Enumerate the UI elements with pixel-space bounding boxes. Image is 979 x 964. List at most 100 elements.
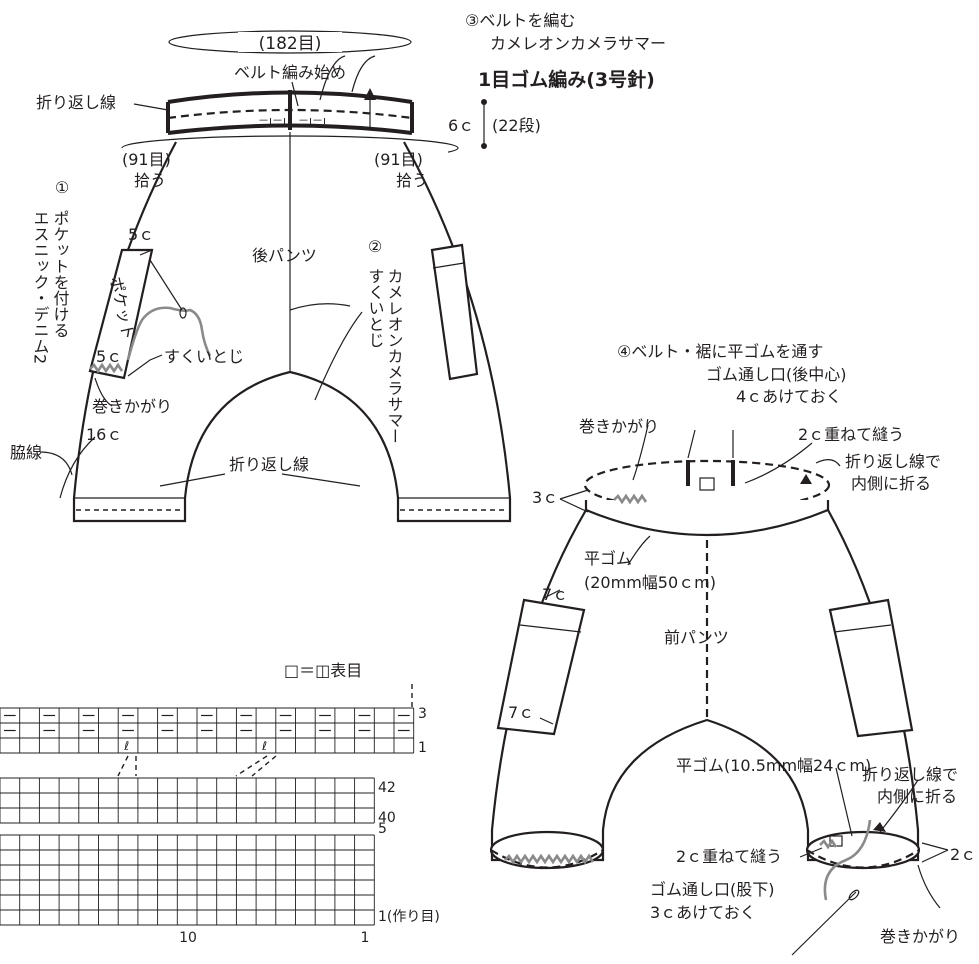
whip-stitch-back: [89, 362, 124, 374]
leader-whip-bottom: [917, 864, 941, 909]
back-pants-label: 後パンツ: [252, 246, 317, 265]
pick-right-count: (91目): [374, 150, 423, 169]
chart-row-40: 40: [378, 810, 396, 826]
bracket-2c: [921, 842, 949, 863]
back-pants-diagram: (182目) －ı－ı －ı－ı: [10, 11, 666, 523]
waist-elastic-2: (20mm幅50ｃm): [584, 573, 716, 592]
hem-fold-dash-right: [806, 849, 920, 869]
expand-dash-3: [235, 755, 268, 777]
needle-front: [791, 891, 857, 956]
step4-title: ④ベルト・裾に平ゴムを通す: [617, 342, 823, 361]
belt-width-label-bg: [238, 32, 342, 52]
elastic-overlap-top: [699, 477, 715, 491]
belt-width-label: (182目): [259, 34, 322, 54]
pocket-side-size: 7ｃ: [508, 703, 534, 722]
pocket-right: [430, 243, 479, 381]
leader-overlap-bottom: [799, 847, 823, 858]
step1-num: ①: [55, 178, 69, 197]
side-length: 16ｃ: [86, 425, 122, 444]
leader-belt-start: [291, 81, 299, 107]
leader-overlap-top: [744, 442, 813, 484]
leader-whip-back: [94, 377, 113, 407]
chart-grid-middle: [0, 777, 375, 824]
leader-slip: [127, 354, 163, 377]
elastic-opening-top-gap: 4ｃあけておく: [736, 387, 842, 406]
step2-num: ②: [368, 237, 382, 256]
leader-seam-2: [314, 311, 363, 401]
belt-height-rows: (22段): [492, 116, 541, 135]
bracket-3c: [559, 489, 589, 513]
needle-back: [149, 259, 183, 311]
step1-line2: エスニック・デニム2: [31, 210, 50, 364]
pocket-top-width: 5ｃ: [128, 225, 154, 244]
leader-fold-top: [133, 103, 169, 111]
front-pocket-left: [496, 598, 586, 736]
needle-eye-front: [848, 889, 860, 901]
leader-opening: [687, 429, 734, 459]
front-pants-label: 前パンツ: [664, 628, 729, 647]
leader-side-line: [39, 451, 73, 476]
leader-pocket-top: [139, 249, 153, 256]
belt-height-cm: 6ｃ: [448, 116, 474, 135]
fold-inside-top-2: 内側に折る: [851, 474, 931, 493]
fold-inside-top-1: 折り返し線で: [845, 452, 941, 471]
arrow-fold-bottom: [873, 822, 886, 832]
leader-fold-bottom: [879, 779, 919, 833]
twist-symbol: ℓ: [261, 739, 267, 753]
elastic-opening-bottom: ゴム通し口(股下): [650, 880, 775, 899]
chart-legend: □＝◫表目: [284, 661, 362, 680]
whip-stitch-label-bottom: 巻きかがり: [880, 927, 960, 946]
slip-stitch-label: すくいとじ: [164, 347, 244, 366]
whip-stitch-label: 巻きかがり: [92, 397, 172, 416]
pick-left-label: 拾う: [134, 171, 166, 190]
step3-title: ③ベルトを編む: [465, 11, 575, 30]
elastic-opening-bottom-gap: 3ｃあけておく: [650, 903, 756, 922]
step2-line1: すくいとじ: [366, 268, 385, 348]
pocket-right-fold: [432, 262, 465, 269]
pocket-top-size: 7ｃ: [542, 585, 568, 604]
fold-line-label-top: 折り返し線: [36, 93, 116, 112]
overlap-sew-bottom: 2ｃ重ねて縫う: [676, 847, 782, 866]
chart-row-5: 5: [378, 821, 387, 837]
arrow-fold-top: [800, 474, 812, 484]
elastic-opening-top: ゴム通し口(後中心): [706, 365, 847, 384]
whip-stitch-label-front: 巻きかがり: [579, 417, 659, 436]
waist-bottom-edge: [585, 508, 829, 537]
belt-width-ellipse: [168, 30, 412, 54]
leader-elastic-waist: [627, 535, 651, 566]
waist-elastic-1: 平ゴム: [584, 549, 632, 568]
leader-elastic-leg: [835, 767, 853, 837]
slip-stitch-yarn: [126, 306, 212, 361]
front-pocket-right: [828, 598, 914, 738]
front-pocket-right-fold: [833, 624, 892, 633]
overlap-sew-top: 2ｃ重ねて縫う: [798, 425, 904, 444]
whip-stitch-hem-left: [504, 853, 595, 865]
leader-pocket-size: [539, 589, 561, 725]
expand-dash-1: [117, 755, 129, 777]
leader-fold-top: [815, 459, 841, 467]
chart-col-1: 1: [361, 930, 370, 946]
hem-ellipse-right: [805, 830, 921, 870]
leader-pattern: [319, 55, 376, 101]
step3-yarn: カメレオンカメラサマー: [490, 34, 666, 53]
expand-dash-4: [251, 755, 277, 777]
fold-line-label-bottom: 折り返し線: [229, 455, 309, 474]
rib-symbol-right: －ı－ı: [298, 114, 326, 127]
twist-symbol: ℓ: [123, 739, 129, 753]
side-length-curve: [59, 436, 96, 499]
pocket-side-width: 5ｃ: [96, 347, 122, 366]
chart-row-1-top: 1: [418, 740, 427, 756]
chart-row-42: 42: [378, 780, 396, 796]
belt-start-label: ベルト編み始め: [234, 63, 346, 82]
chart-row-1-bottom: 1(作り目): [378, 909, 440, 925]
chart-row-3: 3: [418, 706, 427, 722]
yarn-hem: [823, 819, 872, 901]
leader-whip-front: [632, 424, 649, 481]
whip-stitch-hem-right: [819, 838, 838, 850]
step2-line2: カメレオンカメラサマー: [385, 268, 404, 444]
chart-col-10: 10: [179, 930, 197, 946]
needle-eye-back: [179, 307, 187, 319]
